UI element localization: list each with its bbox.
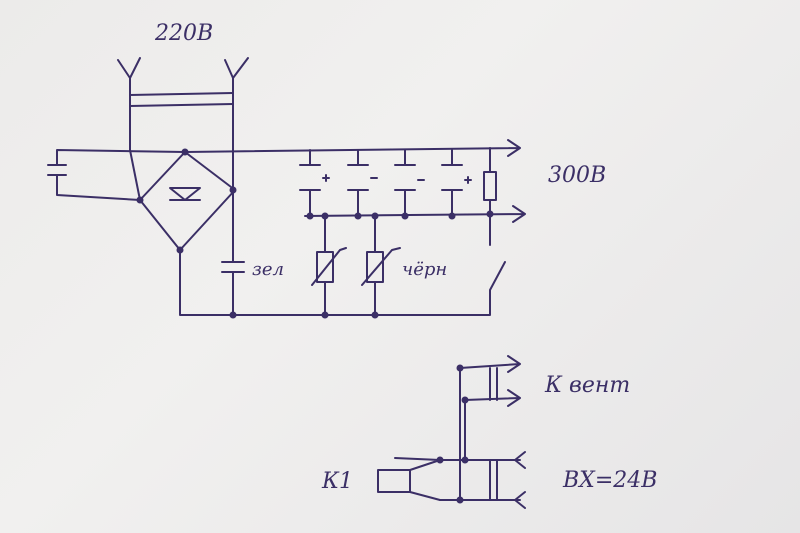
control-input-label: ВХ=24В [562, 468, 657, 493]
relay-section [377, 355, 526, 509]
black-wire-label: чёрн [402, 259, 447, 280]
mains-input [117, 57, 249, 201]
rails [179, 139, 526, 316]
green-wire-label: зел [252, 259, 284, 280]
diode-bridge [139, 151, 236, 251]
capacitor-bank [299, 149, 472, 217]
filter-capacitor-left [47, 149, 186, 201]
thermistors [311, 215, 401, 316]
junction-dots [136, 148, 494, 504]
fan-output-label: К вент [544, 373, 630, 398]
output-voltage-label: 300В [548, 163, 606, 188]
bleeder-resistor [483, 147, 497, 215]
input-voltage-label: 220В [154, 21, 213, 46]
relay-label: К1 [321, 469, 353, 494]
